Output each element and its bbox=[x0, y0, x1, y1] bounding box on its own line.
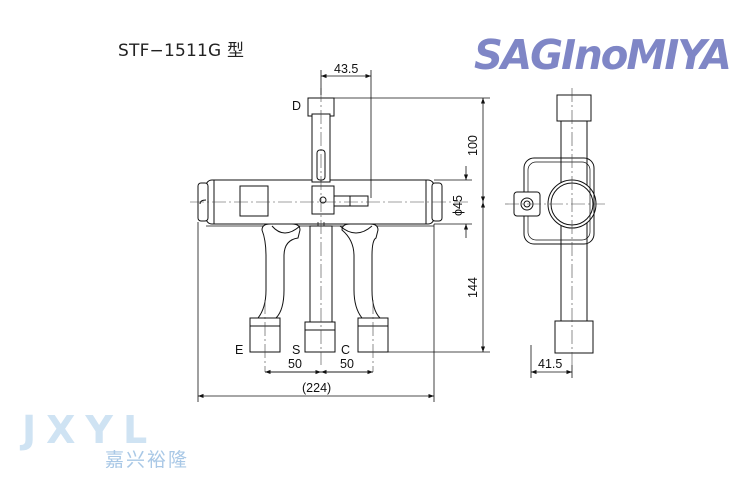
pipe-s bbox=[304, 225, 336, 353]
label-port-d: D bbox=[292, 99, 301, 113]
capillary-nozzle bbox=[311, 185, 369, 215]
pipe-e bbox=[249, 223, 301, 353]
dim-overall-width: (224) bbox=[302, 381, 331, 395]
model-title: STF−1511G 型 bbox=[118, 41, 245, 61]
dim-diameter: ϕ45 bbox=[451, 195, 465, 216]
front-view bbox=[197, 97, 443, 353]
pipe-c bbox=[341, 223, 389, 353]
dim-height-lower: 144 bbox=[466, 277, 480, 298]
dimension-lines bbox=[197, 70, 573, 402]
side-bottom-socket bbox=[554, 320, 594, 354]
dim-spacing-right: 50 bbox=[340, 357, 354, 371]
label-port-e: E bbox=[235, 343, 243, 357]
dim-side-width: 41.5 bbox=[538, 357, 562, 371]
brand-logo: SAGInoMIYA bbox=[474, 31, 732, 79]
solenoid-box bbox=[239, 185, 269, 217]
pipe-d bbox=[307, 97, 335, 183]
dim-height-upper: 100 bbox=[466, 135, 480, 156]
label-port-s: S bbox=[292, 343, 300, 357]
label-port-c: C bbox=[341, 343, 350, 357]
center-lines bbox=[190, 88, 605, 372]
dim-top-offset: 43.5 bbox=[334, 62, 358, 76]
side-view bbox=[513, 94, 597, 354]
watermark-latin: JXYL bbox=[22, 408, 158, 452]
dim-spacing-left: 50 bbox=[288, 357, 302, 371]
watermark-cjk: 嘉兴裕隆 bbox=[105, 449, 190, 471]
side-top-socket bbox=[556, 94, 592, 122]
